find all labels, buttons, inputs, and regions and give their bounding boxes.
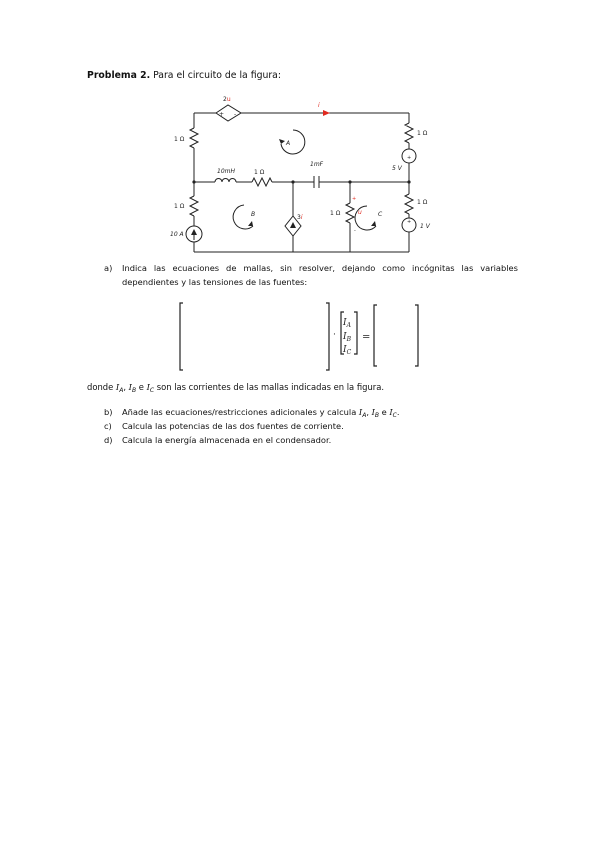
svg-text:-: -: [354, 228, 356, 234]
voltage-source-1v: [401, 217, 417, 233]
problem-title: Problema 2. Para el circuito de la figur…: [87, 70, 282, 81]
svg-text:1 Ω: 1 Ω: [330, 210, 341, 217]
mesh-b-arrow: [232, 204, 254, 230]
vector-bracket-open: [340, 311, 344, 355]
resistor-right-low: [403, 193, 415, 215]
svg-text:1mF: 1mF: [310, 161, 324, 168]
result-bracket-open: [373, 304, 377, 367]
svg-text:+: +: [407, 155, 411, 161]
resistor-center: [344, 202, 356, 224]
resistor-middle: [251, 176, 273, 188]
vector-bracket-close: [354, 311, 358, 355]
resistor-left-low: [188, 195, 200, 217]
svg-text:1 Ω: 1 Ω: [254, 169, 265, 176]
svg-text:3i: 3i: [297, 214, 303, 221]
svg-text:-: -: [234, 111, 236, 118]
svg-text:u: u: [358, 209, 362, 216]
svg-text:+: +: [219, 111, 224, 118]
svg-text:B: B: [251, 211, 255, 218]
svg-text:+: +: [352, 196, 356, 202]
current-source-10a: [185, 225, 203, 243]
svg-text:·: ·: [333, 330, 336, 340]
svg-text:1 V: 1 V: [420, 223, 431, 230]
svg-text:IA: IA: [342, 318, 352, 329]
svg-text:10 A: 10 A: [170, 231, 184, 238]
matrix-left-bracket-open: [179, 302, 183, 371]
voltage-source-5v: [401, 148, 417, 164]
result-bracket-close: [415, 304, 419, 367]
resistor-top-left: [188, 127, 200, 149]
svg-text:C: C: [378, 211, 383, 218]
donde-sentence: donde IA, IB e IC son las corrientes de …: [87, 382, 384, 394]
dependent-voltage-source: [215, 104, 242, 122]
svg-text:=: =: [362, 332, 370, 343]
svg-text:A: A: [285, 140, 290, 147]
svg-text:IB: IB: [342, 332, 352, 343]
svg-text:IC: IC: [342, 345, 352, 356]
svg-text:5 V: 5 V: [392, 165, 403, 172]
current-arrow-icon: [323, 110, 330, 116]
resistor-top-right: [403, 122, 415, 144]
mesh-a-arrow: [280, 129, 306, 155]
svg-text:i: i: [318, 102, 320, 109]
svg-text:+: +: [407, 219, 411, 225]
mesh-c-arrow: [354, 205, 377, 231]
svg-text:1 Ω: 1 Ω: [417, 199, 428, 206]
svg-text:2u: 2u: [223, 96, 231, 103]
svg-text:1 Ω: 1 Ω: [174, 203, 185, 210]
inductor: [214, 178, 237, 183]
svg-text:10mH: 10mH: [217, 168, 235, 175]
svg-text:1 Ω: 1 Ω: [174, 136, 185, 143]
matrix-left-bracket-close: [326, 302, 330, 371]
svg-text:1 Ω: 1 Ω: [417, 130, 428, 137]
